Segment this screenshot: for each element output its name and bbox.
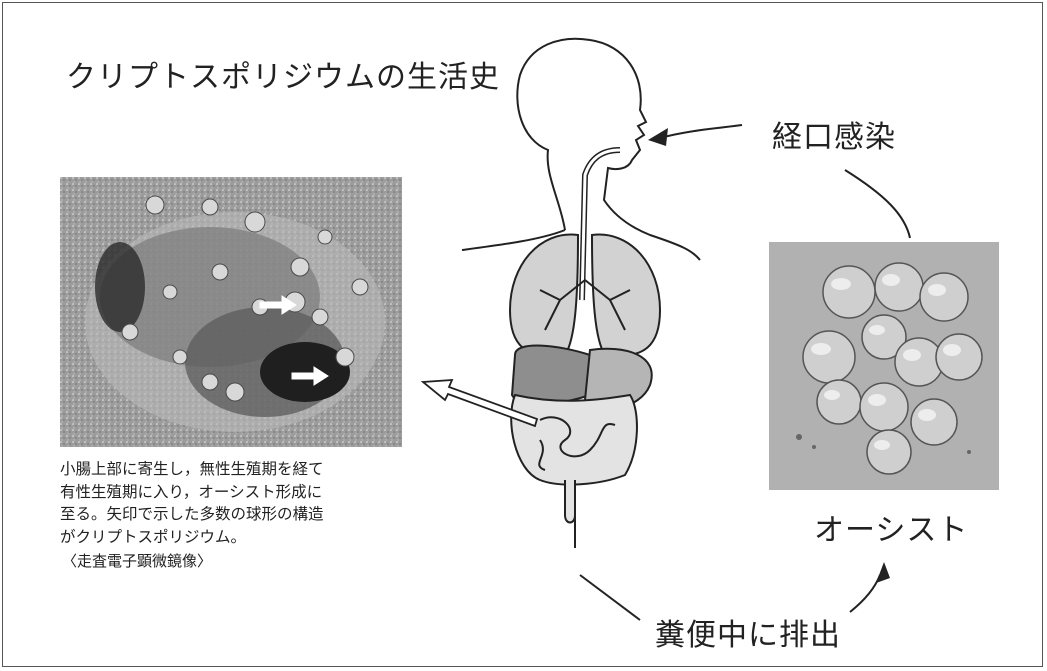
micrograph-caption: 小腸上部に寄生し，無性生殖期を経て 有性生殖期に入り，オーシスト形成に 至る。矢… <box>60 458 390 548</box>
oocyst-micrograph <box>769 242 999 490</box>
oocyst-label: オーシスト <box>814 505 968 549</box>
oral-infection-label: 経口感染 <box>772 112 896 156</box>
fecal-excretion-label: 糞便中に排出 <box>655 610 841 654</box>
micrograph-note: 〈走査電子顕微鏡像〉 <box>62 550 212 571</box>
